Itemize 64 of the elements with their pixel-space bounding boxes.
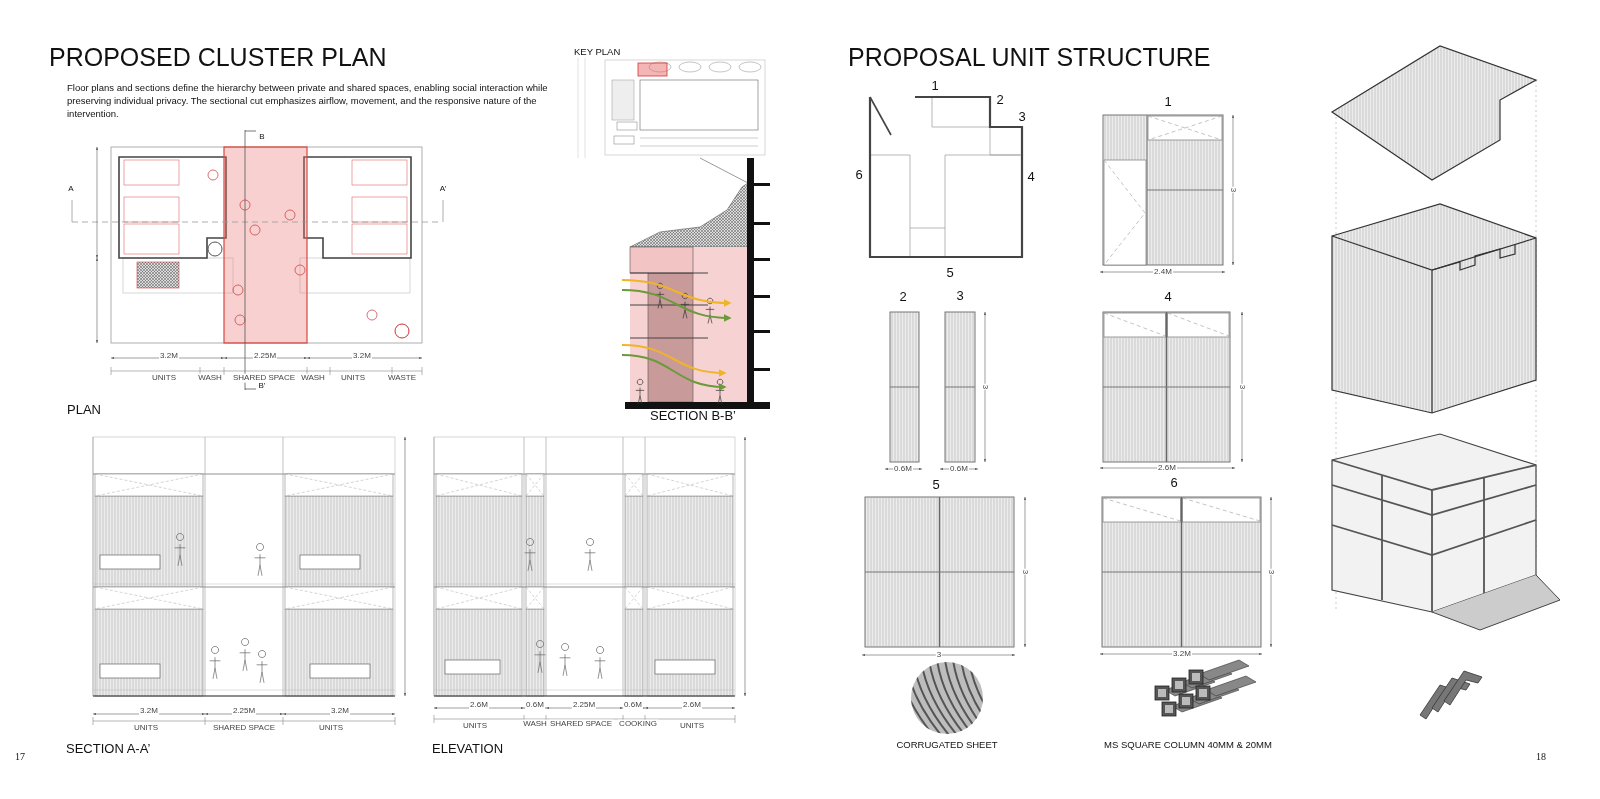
dimension-label: 3.2M (330, 706, 350, 716)
panel-number: 3 (1017, 109, 1027, 125)
page-number: 18 (1535, 750, 1547, 762)
space-label: UNITS (462, 721, 488, 731)
panel-number: 5 (931, 477, 941, 493)
dimension-label: 2.6M (682, 700, 702, 710)
drawing-title: PLAN (67, 402, 101, 418)
dimension-label: 2.25M (571, 700, 597, 710)
panel-number: 3 (955, 288, 965, 304)
dimension-label: 2.25M (231, 706, 257, 716)
dimension-label: 3 (1237, 383, 1247, 391)
dimension-label: 3 (980, 383, 990, 391)
section-marker: A (67, 184, 75, 194)
dimension-label: 3 (1266, 568, 1276, 576)
dimension-label: 0.6M (893, 464, 913, 474)
panel-number: 2 (995, 92, 1005, 108)
dimension-label: 2.6M (1157, 463, 1177, 473)
drawing-title: ELEVATION (432, 741, 504, 757)
space-label: UNITS (679, 721, 705, 731)
material-label: CORRUGATED SHEET (895, 739, 999, 751)
space-label: WASH (300, 373, 326, 383)
space-label: SHARED SPACE (231, 373, 297, 383)
panel-number: 6 (854, 167, 864, 183)
dimension-label: 3.2M (159, 351, 179, 361)
description-text: Floor plans and sections define the hierarchy between private and shared spaces, enabling social interaction while preserving individual privacy. The sectional cut emphasizes airflow, movement, and the responsive nature of the intervention. (67, 82, 549, 121)
page-number: 17 (14, 750, 26, 762)
page-heading: PROPOSAL UNIT STRUCTURE (848, 44, 1211, 72)
dimension-label: 3 (1020, 568, 1030, 576)
section-marker: B’ (257, 381, 267, 391)
material-label: MS SQUARE COLUMN 40MM & 20MM (1103, 739, 1273, 751)
dimension-label: 0.6M (623, 700, 643, 710)
space-label: SHARED SPACE (548, 719, 614, 729)
space-label: UNITS (318, 723, 344, 733)
dimension-label: 3.2M (1172, 649, 1192, 659)
space-label: UNITS (340, 373, 366, 383)
space-label: UNITS (151, 373, 177, 383)
dimension-label: 3 (1228, 186, 1238, 194)
dimension-label: 2.4M (1153, 267, 1173, 277)
dimension-label: 0.6M (525, 700, 545, 710)
section-marker: A’ (438, 184, 448, 194)
panel-number: 4 (1163, 289, 1173, 305)
space-label: COOKING (618, 719, 658, 729)
dimension-label: 2.25M (252, 351, 278, 361)
panel-number: 2 (898, 289, 908, 305)
space-label: WASH (522, 719, 548, 729)
drawing-title: SECTION A-A’ (66, 741, 151, 757)
drawing-title: KEY PLAN (574, 46, 621, 58)
panel-number: 6 (1169, 475, 1179, 491)
panel-number: 4 (1026, 169, 1036, 185)
panel-number: 5 (945, 265, 955, 281)
dimension-label: 3.2M (352, 351, 372, 361)
panel-number: 1 (1163, 94, 1173, 110)
space-label: UNITS (133, 723, 159, 733)
dimension-label: 2.6M (469, 700, 489, 710)
page-heading: PROPOSED CLUSTER PLAN (49, 44, 387, 72)
section-marker: B (258, 132, 266, 142)
dimension-label: 3.2M (139, 706, 159, 716)
space-label: WASTE (386, 373, 418, 383)
dimension-label: 0.6M (949, 464, 969, 474)
drawing-title: SECTION B-B’ (649, 408, 737, 424)
dimension-label: 3 (935, 650, 943, 660)
space-label: WASH (197, 373, 223, 383)
panel-number: 1 (930, 78, 940, 94)
space-label: SHARED SPACE (211, 723, 277, 733)
